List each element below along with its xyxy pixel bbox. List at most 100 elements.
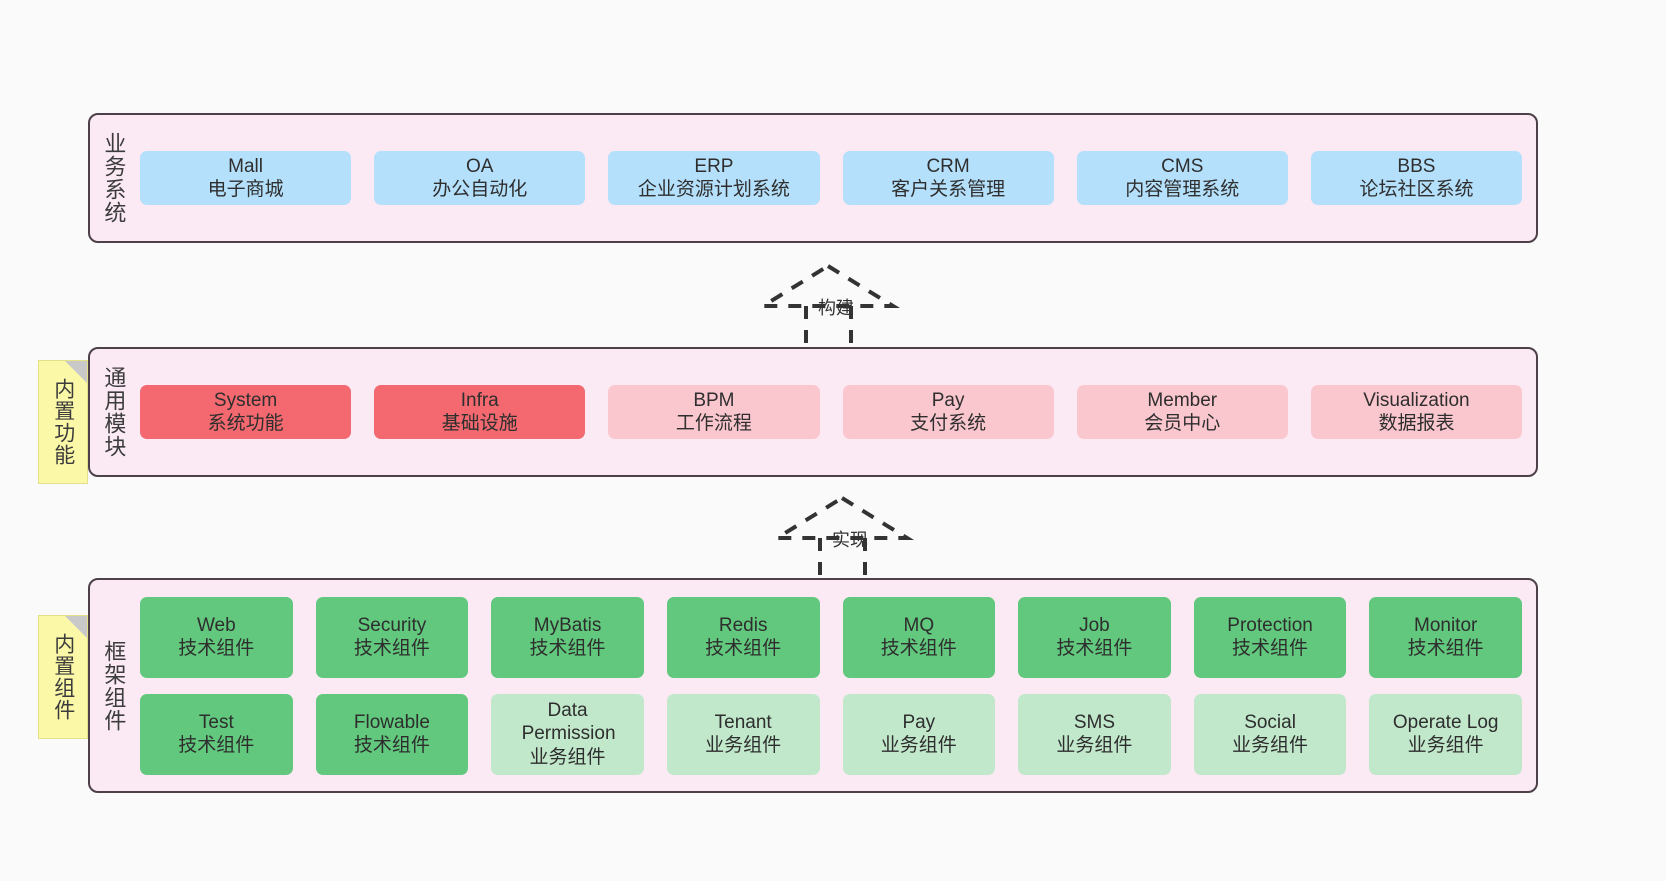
framework-cell-test-en: Test (198, 711, 234, 733)
framework-cell-mq-cn: 技术组件 (880, 638, 957, 659)
framework-business-row: Test 技术组件 Flowable 技术组件 Data Permission … (140, 693, 1522, 775)
framework-cell-operate-log-cn: 业务组件 (1407, 735, 1484, 756)
framework-cell-mybatis[interactable]: MyBatis 技术组件 (491, 596, 644, 678)
module-cell-visualization[interactable]: Visualization 数据报表 (1310, 384, 1523, 440)
framework-cell-job-en: Job (1079, 614, 1110, 636)
module-cell-bpm-en: BPM (693, 389, 735, 411)
framework-cell-web[interactable]: Web 技术组件 (140, 596, 293, 678)
framework-cell-pay[interactable]: Pay 业务组件 (842, 693, 996, 775)
framework-cell-pay-cn: 业务组件 (880, 735, 957, 756)
business-cell-crm-cn: 客户关系管理 (891, 179, 1006, 200)
framework-cell-mq[interactable]: MQ 技术组件 (842, 596, 996, 678)
module-cell-system-en: System (213, 389, 278, 411)
business-cell-mall-cn: 电子商城 (207, 179, 284, 200)
framework-cell-protection-cn: 技术组件 (1232, 638, 1309, 659)
framework-cell-test-cn: 技术组件 (178, 735, 255, 756)
builtin-function-side-tab: 内置功能 (38, 360, 88, 484)
framework-cell-tenant-cn: 业务组件 (705, 735, 782, 756)
builtin-component-side-tab-label: 内置组件 (51, 633, 75, 721)
builtin-component-side-tab: 内置组件 (38, 615, 88, 739)
build-connector: 构建 (755, 258, 918, 358)
framework-cell-data-permission-cn: 业务组件 (529, 746, 606, 768)
build-connector-label: 构建 (818, 298, 854, 318)
module-cell-visualization-cn: 数据报表 (1378, 413, 1455, 434)
implement-connector: 实现 (769, 490, 932, 590)
business-cell-cms[interactable]: CMS 内容管理系统 (1076, 150, 1288, 206)
business-cell-erp[interactable]: ERP 企业资源计划系统 (608, 150, 820, 206)
framework-cell-protection-en: Protection (1227, 614, 1313, 636)
module-cell-pay[interactable]: Pay 支付系统 (842, 384, 1054, 440)
common-module-layer-title: 通用模块 (101, 366, 127, 458)
framework-cell-operate-log[interactable]: Operate Log 业务组件 (1369, 693, 1522, 775)
framework-cell-redis-en: Redis (718, 614, 768, 636)
framework-cell-flowable[interactable]: Flowable 技术组件 (315, 693, 469, 775)
framework-component-layer-body: Web 技术组件 Security 技术组件 MyBatis 技术组件 Redi… (136, 580, 1536, 791)
business-cell-erp-cn: 企业资源计划系统 (637, 179, 790, 200)
business-cell-cms-en: CMS (1161, 155, 1204, 177)
framework-cell-job[interactable]: Job 技术组件 (1018, 596, 1171, 678)
business-cell-bbs-en: BBS (1397, 155, 1436, 177)
framework-cell-web-cn: 技术组件 (178, 638, 255, 659)
framework-cell-data-permission[interactable]: Data Permission 业务组件 (491, 693, 644, 775)
framework-cell-security-cn: 技术组件 (353, 638, 430, 659)
framework-cell-flowable-cn: 技术组件 (353, 735, 430, 756)
fold-corner-icon (65, 616, 87, 638)
framework-cell-redis-cn: 技术组件 (705, 638, 782, 659)
framework-cell-test[interactable]: Test 技术组件 (140, 693, 293, 775)
framework-cell-job-cn: 技术组件 (1056, 638, 1133, 659)
build-connector-arrow (755, 263, 901, 352)
framework-cell-mybatis-cn: 技术组件 (529, 638, 606, 659)
business-cell-cms-cn: 内容管理系统 (1125, 179, 1240, 200)
module-cell-bpm[interactable]: BPM 工作流程 (608, 384, 820, 440)
framework-cell-data-permission-en: Data Permission (521, 700, 616, 745)
framework-cell-social[interactable]: Social 业务组件 (1193, 693, 1347, 775)
module-cell-system-cn: 系统功能 (207, 413, 284, 434)
module-cell-member-cn: 会员中心 (1144, 413, 1221, 434)
framework-cell-social-cn: 业务组件 (1232, 735, 1309, 756)
common-module-layer: 通用模块 System 系统功能 Infra 基础设施 BPM 工作流程 Pay (88, 347, 1538, 477)
implement-connector-arrow (769, 495, 915, 584)
framework-cell-pay-en: Pay (902, 711, 936, 733)
framework-cell-flowable-en: Flowable (353, 711, 430, 733)
framework-component-layer-title: 框架组件 (101, 639, 127, 732)
framework-cell-monitor-cn: 技术组件 (1407, 638, 1484, 659)
module-cell-infra-en: Infra (460, 389, 499, 411)
business-cell-oa-en: OA (466, 155, 494, 177)
business-cell-oa[interactable]: OA 办公自动化 (374, 150, 586, 206)
module-cell-member[interactable]: Member 会员中心 (1076, 384, 1288, 440)
framework-cell-sms[interactable]: SMS 业务组件 (1018, 693, 1171, 775)
framework-tech-row: Web 技术组件 Security 技术组件 MyBatis 技术组件 Redi… (140, 596, 1522, 678)
framework-cell-security[interactable]: Security 技术组件 (315, 596, 469, 678)
business-system-layer: 业务系统 Mall 电子商城 OA 办公自动化 ERP 企业资源计划系统 CRM (88, 113, 1538, 243)
business-system-layer-body: Mall 电子商城 OA 办公自动化 ERP 企业资源计划系统 CRM 客户关系… (136, 115, 1536, 241)
framework-cell-tenant-en: Tenant (714, 711, 772, 733)
module-cell-infra[interactable]: Infra 基础设施 (374, 384, 586, 440)
framework-cell-redis[interactable]: Redis 技术组件 (666, 596, 820, 678)
module-cell-visualization-en: Visualization (1363, 389, 1470, 411)
fold-corner-icon (65, 361, 87, 383)
business-cell-bbs[interactable]: BBS 论坛社区系统 (1310, 150, 1523, 206)
business-cell-oa-cn: 办公自动化 (432, 179, 528, 200)
module-cell-bpm-cn: 工作流程 (675, 413, 752, 434)
framework-cell-web-en: Web (196, 614, 236, 636)
module-cell-pay-cn: 支付系统 (910, 413, 987, 434)
framework-cell-monitor-en: Monitor (1414, 614, 1478, 636)
business-cell-mall[interactable]: Mall 电子商城 (140, 150, 352, 206)
module-cell-member-en: Member (1147, 389, 1218, 411)
framework-cell-protection[interactable]: Protection 技术组件 (1193, 596, 1347, 678)
framework-cell-mybatis-en: MyBatis (533, 614, 602, 636)
module-cell-infra-cn: 基础设施 (441, 413, 518, 434)
business-cell-crm[interactable]: CRM 客户关系管理 (842, 150, 1054, 206)
business-cell-erp-en: ERP (694, 155, 734, 177)
framework-cell-tenant[interactable]: Tenant 业务组件 (666, 693, 820, 775)
business-cell-crm-en: CRM (926, 155, 970, 177)
module-cell-system[interactable]: System 系统功能 (140, 384, 352, 440)
framework-cell-sms-cn: 业务组件 (1056, 735, 1133, 756)
builtin-function-side-tab-label: 内置功能 (51, 378, 75, 466)
framework-cell-monitor[interactable]: Monitor 技术组件 (1369, 596, 1522, 678)
framework-cell-operate-log-en: Operate Log (1392, 711, 1499, 733)
framework-cell-sms-en: SMS (1073, 711, 1116, 733)
common-module-row: System 系统功能 Infra 基础设施 BPM 工作流程 Pay 支付系统… (140, 384, 1523, 440)
business-cell-mall-en: Mall (228, 155, 263, 177)
